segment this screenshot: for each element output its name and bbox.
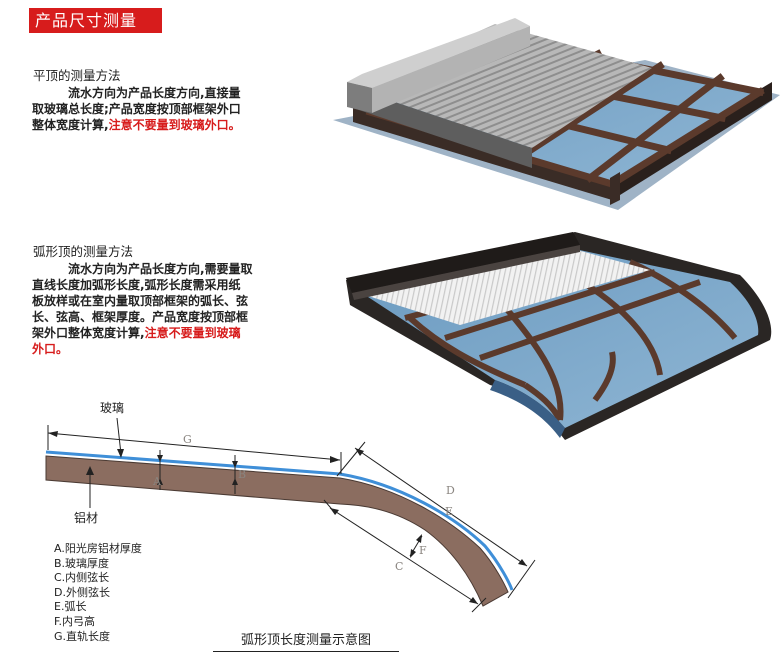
legend-item: G.直轨长度 [54,629,111,643]
dimension-g-label: G [183,433,192,446]
legend-item: D.外侧弦长 [54,585,110,599]
flat-roof-title: 平顶的测量方法 [33,68,121,83]
legend-item: A.阳光房铝材厚度 [54,542,142,555]
arc-roof-warning: 注意不要量到玻璃 [144,326,241,340]
diagram-legend: A.阳光房铝材厚度 B.玻璃厚度 C.内侧弦长 D.外侧弦长 E.弧长 F.内弓… [54,542,142,644]
arc-roof-illustration [346,232,772,440]
glass-label: 玻璃 [100,401,124,415]
dimension-e-label: E [445,505,453,518]
aluminum-label: 铝材 [74,510,98,525]
section-banner: 产品尺寸测量 [29,8,162,33]
legend-item: B.玻璃厚度 [54,556,110,570]
dimension-f-label: F [419,544,427,557]
diagram-caption: 弧形顶长度测量示意图 [240,633,371,648]
flat-roof-description: 流水方向为产品长度方向,直接量 取玻璃总长度;产品宽度按顶部框架外口 整体宽度计… [32,86,241,132]
flat-roof-warning: 注意不要量到玻璃外口。 [108,118,241,132]
arc-roof-title: 弧形顶的测量方法 [33,244,134,259]
dimension-d-label: D [446,484,455,497]
legend-item: E.弧长 [54,600,87,614]
aluminum-profile [45,455,509,607]
caption-underline [213,651,399,652]
dimension-a-label: A [152,475,162,488]
dimension-b-label: B [238,468,246,481]
legend-item: F.内弓高 [54,614,96,628]
dimension-c-label: C [395,560,403,573]
glass-strip [45,450,514,591]
flat-roof-illustration [333,18,780,210]
arc-roof-description: 流水方向为产品长度方向,需要量取 直线长度加弧形长度,弧形长度需采用纸 板放样或… [32,262,253,356]
legend-item: C.内侧弦长 [54,571,110,585]
arc-length-diagram: G 玻璃 铝材 A B D E C [45,401,536,613]
